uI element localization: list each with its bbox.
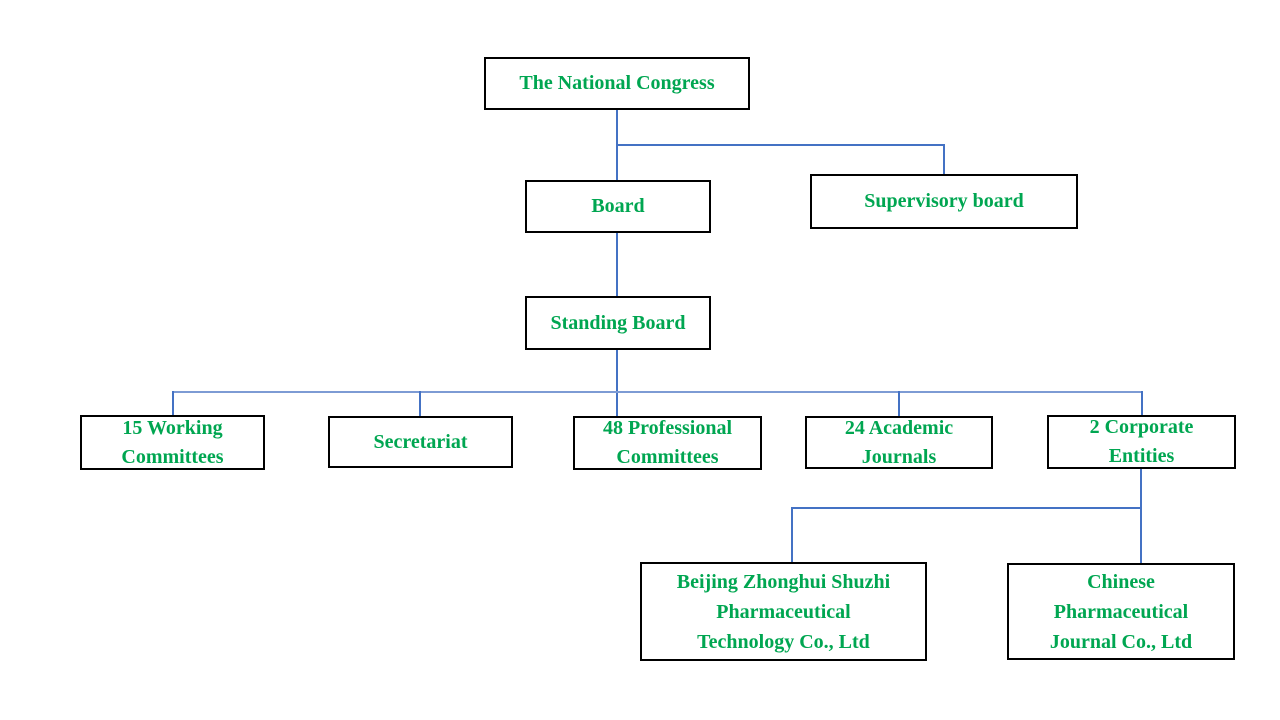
- connector-congress-supervisory-horizontal: [616, 144, 945, 146]
- node-beijing-company: Beijing Zhonghui Shuzhi Pharmaceutical T…: [640, 562, 927, 661]
- connector-corporate-down: [1140, 469, 1142, 508]
- node-supervisory-board: Supervisory board: [810, 174, 1078, 229]
- connector-board-standing: [616, 233, 618, 296]
- node-secretariat: Secretariat: [328, 416, 513, 468]
- node-supervisory-board-label: Supervisory board: [864, 190, 1024, 212]
- connector-standing-rail-drop: [616, 350, 618, 416]
- node-corporate-entities-label: 2 Corporate Entities: [1089, 416, 1194, 467]
- node-working-committees-label: 15 Working Committees: [121, 416, 224, 468]
- connector-drop-working-committees: [172, 391, 174, 416]
- node-corporate-entities: 2 Corporate Entities: [1047, 415, 1236, 469]
- connector-drop-beijing-company: [791, 507, 793, 562]
- node-academic-journals: 24 Academic Journals: [805, 416, 993, 469]
- node-academic-journals-label: 24 Academic Journals: [844, 416, 954, 468]
- node-secretariat-label: Secretariat: [373, 430, 468, 453]
- node-beijing-company-label: Beijing Zhonghui Shuzhi Pharmaceutical T…: [676, 570, 891, 653]
- connector-congress-supervisory-drop: [943, 144, 945, 174]
- connector-drop-secretariat: [419, 391, 421, 416]
- node-professional-committees-label: 48 Professional Committees: [602, 417, 733, 468]
- connector-corporate-rail: [791, 507, 1142, 509]
- node-national-congress: The National Congress: [484, 57, 750, 110]
- node-working-committees: 15 Working Committees: [80, 415, 265, 470]
- node-chinese-journal: Chinese Pharmaceutical Journal Co., Ltd: [1007, 563, 1235, 660]
- node-board: Board: [525, 180, 711, 233]
- node-chinese-journal-label: Chinese Pharmaceutical Journal Co., Ltd: [1049, 570, 1193, 653]
- connector-children-rail: [172, 391, 1143, 393]
- node-national-congress-label: The National Congress: [519, 72, 715, 94]
- node-professional-committees: 48 Professional Committees: [573, 416, 762, 470]
- connector-drop-chinese-journal: [1140, 507, 1142, 563]
- connector-drop-academic-journals: [898, 391, 900, 416]
- connector-drop-corporate-entities: [1141, 391, 1143, 415]
- node-board-label: Board: [591, 195, 645, 217]
- node-standing-board-label: Standing Board: [550, 311, 686, 334]
- node-standing-board: Standing Board: [525, 296, 711, 350]
